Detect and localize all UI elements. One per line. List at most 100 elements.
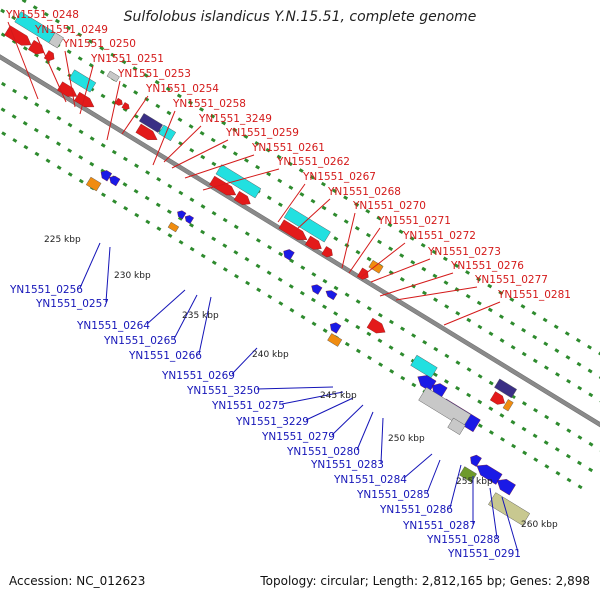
tick-dot bbox=[234, 273, 239, 279]
tick-dot bbox=[365, 232, 371, 238]
tick-dot bbox=[500, 436, 506, 442]
tick-dot bbox=[277, 178, 283, 184]
tick-dot bbox=[532, 358, 538, 364]
tick-dot bbox=[443, 280, 449, 286]
tick-dot bbox=[510, 419, 516, 425]
tick-dot bbox=[420, 242, 426, 248]
tick-dot bbox=[34, 52, 40, 58]
tick-dot bbox=[322, 278, 328, 284]
kbp-label: 230 kbp bbox=[114, 271, 151, 281]
cyan-feature-box bbox=[283, 207, 331, 243]
tick-dot bbox=[189, 246, 195, 252]
forward-cds-arrow bbox=[305, 235, 322, 250]
tick-dot bbox=[12, 88, 18, 94]
leader-line bbox=[380, 417, 384, 464]
reverse-cds-arrow bbox=[184, 215, 194, 224]
forward-cds-arrow bbox=[366, 317, 386, 334]
tick-dot bbox=[211, 161, 217, 167]
tick-dot bbox=[433, 346, 439, 352]
forward-gene-label: YN1551_0267 bbox=[302, 171, 376, 183]
tick-dot bbox=[200, 204, 206, 209]
leader-line bbox=[173, 294, 198, 340]
orange-feature-box bbox=[167, 221, 180, 233]
tick-dot bbox=[521, 426, 527, 432]
tick-dot bbox=[566, 477, 572, 483]
tick-dot bbox=[34, 151, 40, 157]
tick-dot bbox=[311, 321, 317, 327]
leader-line bbox=[356, 411, 374, 451]
tick-dot bbox=[134, 163, 140, 169]
tick-dot bbox=[189, 197, 195, 203]
tick-dot bbox=[56, 66, 62, 72]
tick-dot bbox=[221, 120, 227, 126]
tick-dot bbox=[276, 154, 282, 160]
tick-dot bbox=[132, 66, 138, 71]
tick-dot bbox=[343, 219, 349, 224]
tick-dot bbox=[532, 334, 538, 340]
leader-line bbox=[395, 286, 478, 301]
reverse-gene-label: YN1551_0265 bbox=[103, 335, 177, 347]
tick-dot bbox=[587, 368, 593, 374]
tick-dot bbox=[100, 143, 106, 148]
tick-dot bbox=[277, 202, 283, 207]
grey-feature-box bbox=[48, 32, 64, 49]
tick-dot bbox=[244, 256, 250, 262]
tick-dot bbox=[433, 297, 439, 303]
tick-dot bbox=[232, 127, 238, 133]
tick-dot bbox=[155, 103, 161, 109]
tick-dot bbox=[176, 93, 182, 99]
tick-dot bbox=[544, 464, 550, 469]
tick-dot bbox=[56, 115, 62, 121]
tick-dot bbox=[100, 192, 106, 198]
tick-dot bbox=[388, 319, 394, 325]
tick-dot bbox=[278, 301, 284, 306]
tick-dot bbox=[476, 276, 482, 282]
tick-dot bbox=[222, 243, 228, 248]
forward-gene-label: YN1551_0259 bbox=[225, 127, 299, 139]
forward-gene-label: YN1551_0254 bbox=[145, 83, 219, 95]
tick-dot bbox=[355, 249, 361, 255]
forward-gene-label: YN1551_0253 bbox=[117, 68, 191, 80]
tick-dot bbox=[143, 73, 149, 78]
tick-dot bbox=[54, 18, 60, 24]
tick-dot bbox=[443, 379, 449, 384]
tick-dot bbox=[165, 86, 171, 92]
tick-dot bbox=[309, 175, 315, 180]
tick-dot bbox=[499, 413, 505, 418]
tick-dot bbox=[409, 236, 415, 241]
tick-dot bbox=[89, 161, 95, 167]
leader-line bbox=[36, 36, 67, 103]
tick-dot bbox=[422, 340, 428, 345]
tick-dot bbox=[466, 367, 472, 372]
tick-dot bbox=[454, 287, 460, 292]
forward-gene-label: YN1551_0248 bbox=[5, 9, 79, 21]
tick-dot bbox=[487, 283, 493, 289]
reverse-gene-label: YN1551_3250 bbox=[186, 385, 260, 397]
tick-dot bbox=[499, 338, 505, 343]
tick-dot bbox=[254, 141, 260, 146]
forward-gene-label: YN1551_0277 bbox=[474, 274, 548, 286]
forward-gene-label: YN1551_0276 bbox=[450, 260, 524, 272]
tick-dot bbox=[399, 351, 405, 357]
tick-dot bbox=[12, 138, 18, 143]
tick-dot bbox=[354, 202, 360, 207]
tick-dot bbox=[477, 373, 483, 379]
tick-dot bbox=[466, 392, 472, 398]
leader-line bbox=[489, 487, 498, 539]
tick-dot bbox=[566, 378, 572, 384]
forward-cds-arrow bbox=[278, 219, 308, 240]
tick-dot bbox=[465, 293, 471, 299]
leader-line bbox=[449, 464, 462, 509]
tick-dot bbox=[387, 222, 393, 228]
tick-dot bbox=[398, 229, 404, 235]
reverse-gene-label: YN1551_0257 bbox=[35, 298, 109, 310]
tick-dot bbox=[188, 124, 194, 129]
tick-dot bbox=[0, 8, 6, 14]
tick-dot bbox=[576, 361, 582, 367]
tick-dot bbox=[22, 121, 28, 126]
tick-dot bbox=[11, 15, 17, 21]
leader-line bbox=[501, 496, 519, 553]
tick-dot bbox=[111, 149, 117, 155]
reverse-gene-label: YN1551_0266 bbox=[128, 350, 202, 362]
reverse-cds-arrow bbox=[177, 210, 187, 220]
